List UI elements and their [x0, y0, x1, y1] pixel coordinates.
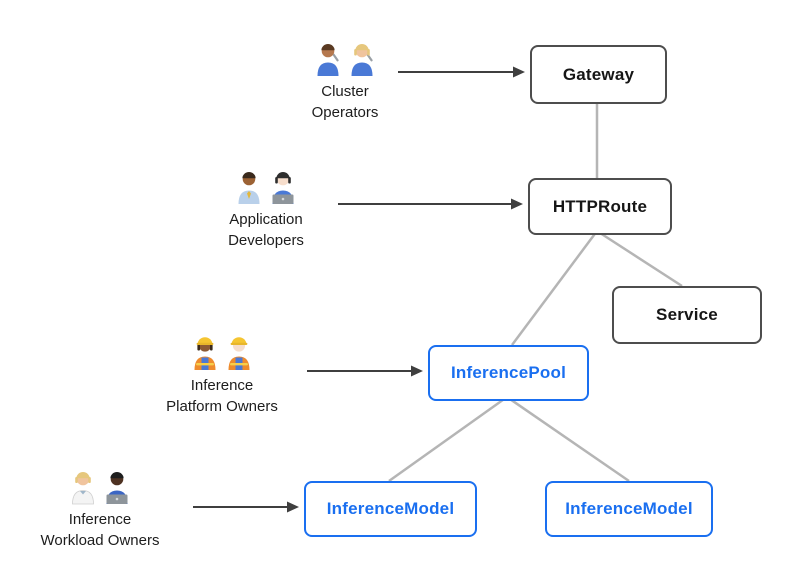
node-inferencemodel-1: InferenceModel: [304, 481, 477, 537]
workload-owners-emoji-pair: [72, 472, 128, 505]
edge-httproute-inferencepool: [510, 230, 599, 346]
persona-label-line: Cluster: [321, 83, 369, 100]
edge-inferencepool-inferencemodel-1: [388, 395, 508, 483]
node-inferencemodel-1-label: InferenceModel: [326, 499, 455, 518]
persona-inference-workload-owners-label: Inference Workload Owners: [41, 509, 160, 551]
node-httproute: HTTPRoute: [528, 178, 672, 235]
persona-label-line: Workload Owners: [40, 532, 160, 549]
persona-inference-platform-owners: Inference Platform Owners: [127, 332, 317, 417]
construction-workers-emoji-pair: [194, 337, 250, 370]
persona-label-line: Application: [229, 211, 303, 228]
woman-technologist-emoji: [272, 172, 294, 204]
developers-emoji-pair: [238, 172, 294, 204]
man-mechanic-emoji: [317, 44, 339, 76]
woman-construction-worker-emoji: [194, 337, 216, 370]
persona-label-line: Operators: [311, 104, 379, 121]
persona-cluster-operators-label: Cluster Operators: [312, 81, 379, 123]
node-httproute-label: HTTPRoute: [552, 196, 648, 216]
node-inferencemodel-2: InferenceModel: [545, 481, 713, 537]
edge-inferencepool-inferencemodel-2: [506, 395, 630, 483]
node-inferencepool: InferencePool: [428, 345, 589, 401]
mechanics-emoji-pair: [317, 44, 373, 76]
node-gateway-label: Gateway: [562, 64, 635, 84]
persona-label-line: Inference: [190, 377, 254, 394]
persona-label-line: Platform Owners: [166, 398, 278, 415]
persona-cluster-operators: Cluster Operators: [250, 38, 440, 123]
node-inferencemodel-2-label: InferenceModel: [565, 499, 693, 518]
node-inferencepool-label: InferencePool: [450, 363, 567, 382]
health-worker-emoji: [72, 472, 94, 505]
man-construction-worker-emoji: [228, 337, 250, 370]
man-office-worker-emoji: [238, 172, 260, 204]
node-gateway: Gateway: [530, 45, 667, 104]
persona-inference-platform-owners-label: Inference Platform Owners: [166, 375, 278, 417]
persona-label-line: Inference: [68, 511, 132, 528]
persona-application-developers-label: Application Developers: [228, 209, 304, 251]
edge-httproute-service: [596, 229, 683, 288]
node-service: Service: [612, 286, 762, 344]
persona-label-line: Developers: [228, 232, 304, 249]
persona-inference-workload-owners: Inference Workload Owners: [5, 466, 195, 551]
woman-mechanic-emoji: [351, 44, 373, 76]
node-service-label: Service: [656, 305, 718, 324]
persona-application-developers: Application Developers: [171, 166, 361, 251]
man-technologist-emoji: [106, 472, 128, 504]
